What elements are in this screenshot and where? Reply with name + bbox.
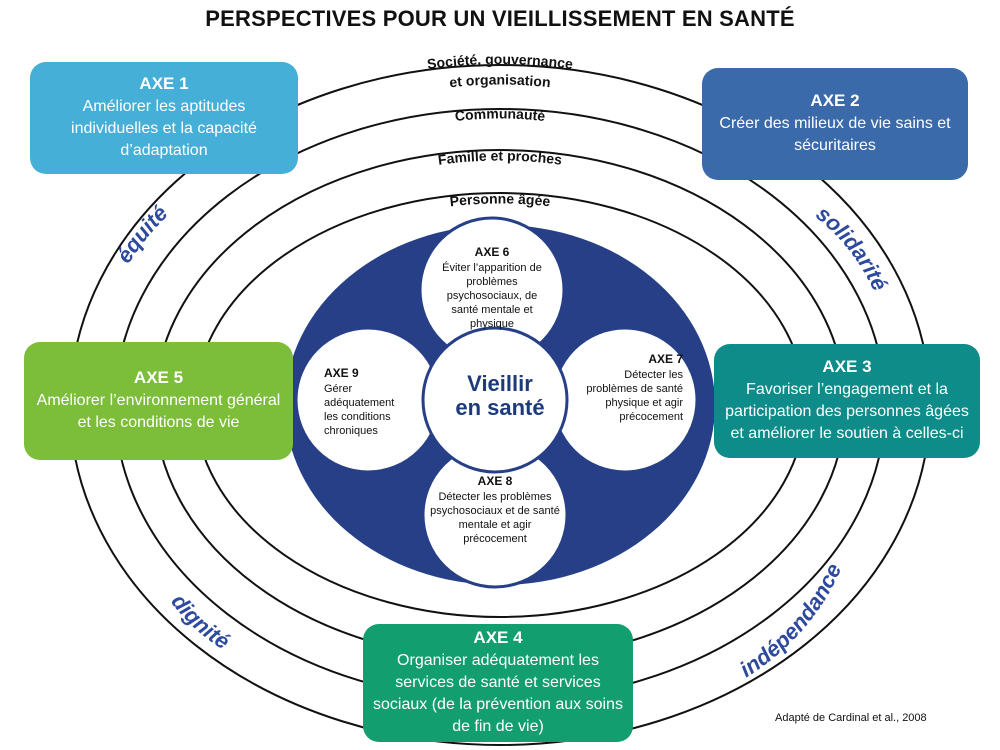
axe8-content: AXE 8 Détecter les problèmes psychosocia… [430,474,560,546]
axe8-label: AXE 8 [477,474,513,488]
axe3-box: AXE 3 Favoriser l’engagement et la parti… [714,344,980,458]
axe6-text: Éviter l’apparition de problèmes psychos… [442,262,542,330]
axe5-box: AXE 5 Améliorer l’environnement général … [24,342,293,460]
center-line-1: Vieillir [467,371,533,396]
axe8-text: Détecter les problèmes psychosociaux et … [430,491,560,545]
ring-label-societe-2: et organisation [449,71,552,90]
ring-label-societe-1: Société, gouvernance [426,51,574,72]
value-dignite: dignité [166,589,234,654]
axe2-label: AXE 2 [810,91,860,110]
axe9-label: AXE 9 [324,366,359,380]
axe4-text: Organiser adéquatement les services de s… [373,652,623,735]
axe2-text: Créer des milieux de vie sains et sécuri… [719,115,951,154]
axe7-text: Détecter les problèmes de santé physique… [586,369,683,423]
axe3-label: AXE 3 [822,357,872,376]
diagram-title: PERSPECTIVES POUR UN VIEILLISSEMENT EN S… [205,6,795,31]
axe5-text: Améliorer l’environnement général et les… [36,392,281,431]
axe1-label: AXE 1 [139,74,189,93]
axe9-text: Gérer adéquatement les conditions chroni… [324,383,395,437]
axe1-box: AXE 1 Améliorer les aptitudes individuel… [30,62,298,174]
axe4-label: AXE 4 [473,628,523,647]
axe4-box: AXE 4 Organiser adéquatement les service… [363,624,633,742]
axe1-text: Améliorer les aptitudes individuelles et… [71,98,257,159]
axe2-box: AXE 2 Créer des milieux de vie sains et … [702,68,968,180]
value-equite: équité [111,200,172,267]
axe7-label: AXE 7 [648,352,683,366]
source-credit: Adapté de Cardinal et al., 2008 [775,712,927,724]
axe3-text: Favoriser l’engagement et la participati… [725,381,969,442]
ring-label-communaute: Communauté [454,105,546,124]
axe6-label: AXE 6 [474,245,510,259]
axe5-label: AXE 5 [133,368,184,387]
ring-label-famille: Famille et proches [437,147,563,167]
center-label: Vieillir en santé [425,372,575,420]
axe6-content: AXE 6 Éviter l’apparition de problèmes p… [432,245,552,331]
axe7-content: AXE 7 Détecter les problèmes de santé ph… [583,352,683,424]
center-circle [421,326,569,474]
value-independance: indépendance [735,560,846,683]
center-line-2: en santé [455,395,545,420]
axe9-content: AXE 9 Gérer adéquatement les conditions … [324,366,402,438]
ring-label-personne: Personne âgée [449,190,551,209]
